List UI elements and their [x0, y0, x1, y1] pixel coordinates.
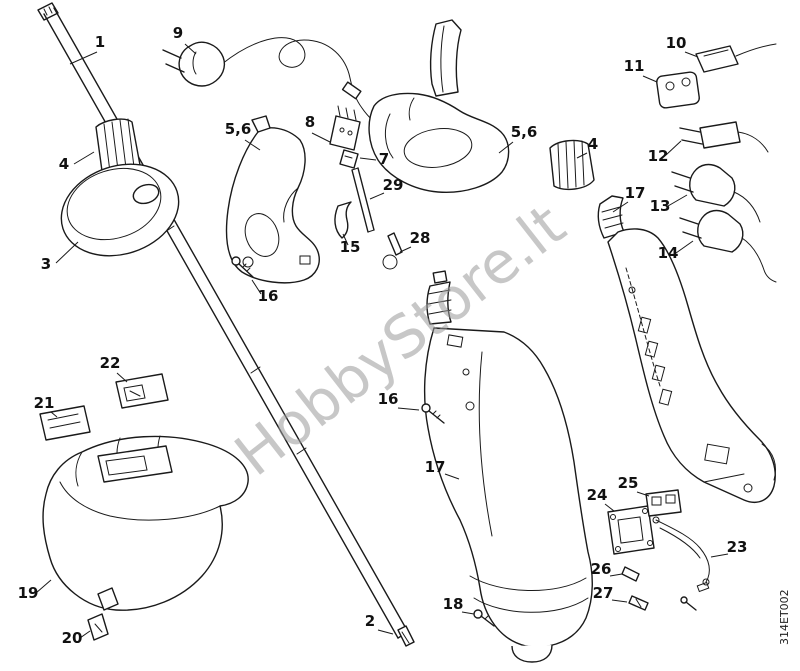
switch-contact: [339, 149, 359, 169]
callout-18: 18: [443, 595, 464, 613]
screw-left: [231, 256, 254, 278]
callout-1: 1: [95, 33, 105, 51]
callout-13: 13: [650, 197, 671, 215]
callout-16-left: 16: [258, 287, 279, 305]
doc-code: 314ET002: [778, 589, 791, 645]
callout-24: 24: [587, 486, 608, 504]
callout-labels: 1 9 10 11 5,6 8 4 12 7 5,6 4 17 13 29 3 …: [18, 24, 748, 647]
handle-housing-right: [368, 19, 510, 194]
callout-4-right: 4: [588, 135, 598, 153]
switch: [329, 105, 361, 151]
power-cord-plug: [162, 37, 375, 123]
callout-23: 23: [727, 538, 748, 556]
callout-7: 7: [379, 150, 389, 168]
screw-mid: [421, 403, 445, 424]
motor-housing: [423, 270, 593, 663]
callout-10: 10: [666, 34, 687, 52]
plug-13: [671, 163, 761, 223]
callout-27: 27: [593, 584, 614, 602]
callout-29: 29: [383, 176, 404, 194]
callout-28: 28: [410, 229, 431, 247]
handle-housing-left: [225, 115, 320, 284]
callout-5-6-right: 5,6: [511, 123, 538, 141]
screw-bottom: [473, 609, 495, 627]
callout-3: 3: [41, 255, 51, 273]
callout-22: 22: [100, 354, 121, 372]
housing-right: [597, 195, 776, 504]
callout-15: 15: [340, 238, 361, 256]
callout-5-6-left: 5,6: [225, 120, 252, 138]
callout-17-mid: 17: [425, 458, 446, 476]
callout-8: 8: [305, 113, 315, 131]
callout-17-right: 17: [625, 184, 646, 202]
cable-connector-10: [695, 43, 777, 73]
appliance-connector-11: [656, 71, 700, 109]
drive-shaft: [37, 2, 409, 639]
limit-blade: [87, 613, 109, 641]
callout-11: 11: [624, 57, 645, 75]
pin-26: [621, 566, 640, 582]
loop-guard: [60, 163, 180, 257]
pin-27: [628, 595, 649, 611]
lock-pin: [382, 232, 403, 270]
callout-20: 20: [62, 629, 83, 647]
contact-wire-23: [652, 516, 710, 611]
shaft-collar-right: [549, 139, 595, 191]
callout-16-mid: 16: [378, 390, 399, 408]
callout-14: 14: [658, 244, 679, 262]
plug-14: [679, 209, 777, 283]
mounting-plate-24: [607, 505, 655, 555]
euro-plug-12: [679, 121, 769, 153]
callout-25: 25: [618, 474, 639, 492]
sticker-22: [115, 373, 169, 409]
callout-2: 2: [365, 612, 375, 630]
switch-insert-25: [645, 489, 682, 517]
sticker-21: [39, 405, 91, 441]
throttle-rod: [351, 167, 375, 233]
callout-19: 19: [18, 584, 39, 602]
callout-9: 9: [173, 24, 183, 42]
callout-4-left: 4: [59, 155, 69, 173]
leader-lines: [35, 43, 729, 639]
callout-21: 21: [34, 394, 55, 412]
deflector-guard: [42, 435, 249, 611]
callout-26: 26: [591, 560, 612, 578]
shaft-end-pin: [397, 625, 415, 647]
callout-12: 12: [648, 147, 669, 165]
trigger-lever: [334, 201, 352, 239]
